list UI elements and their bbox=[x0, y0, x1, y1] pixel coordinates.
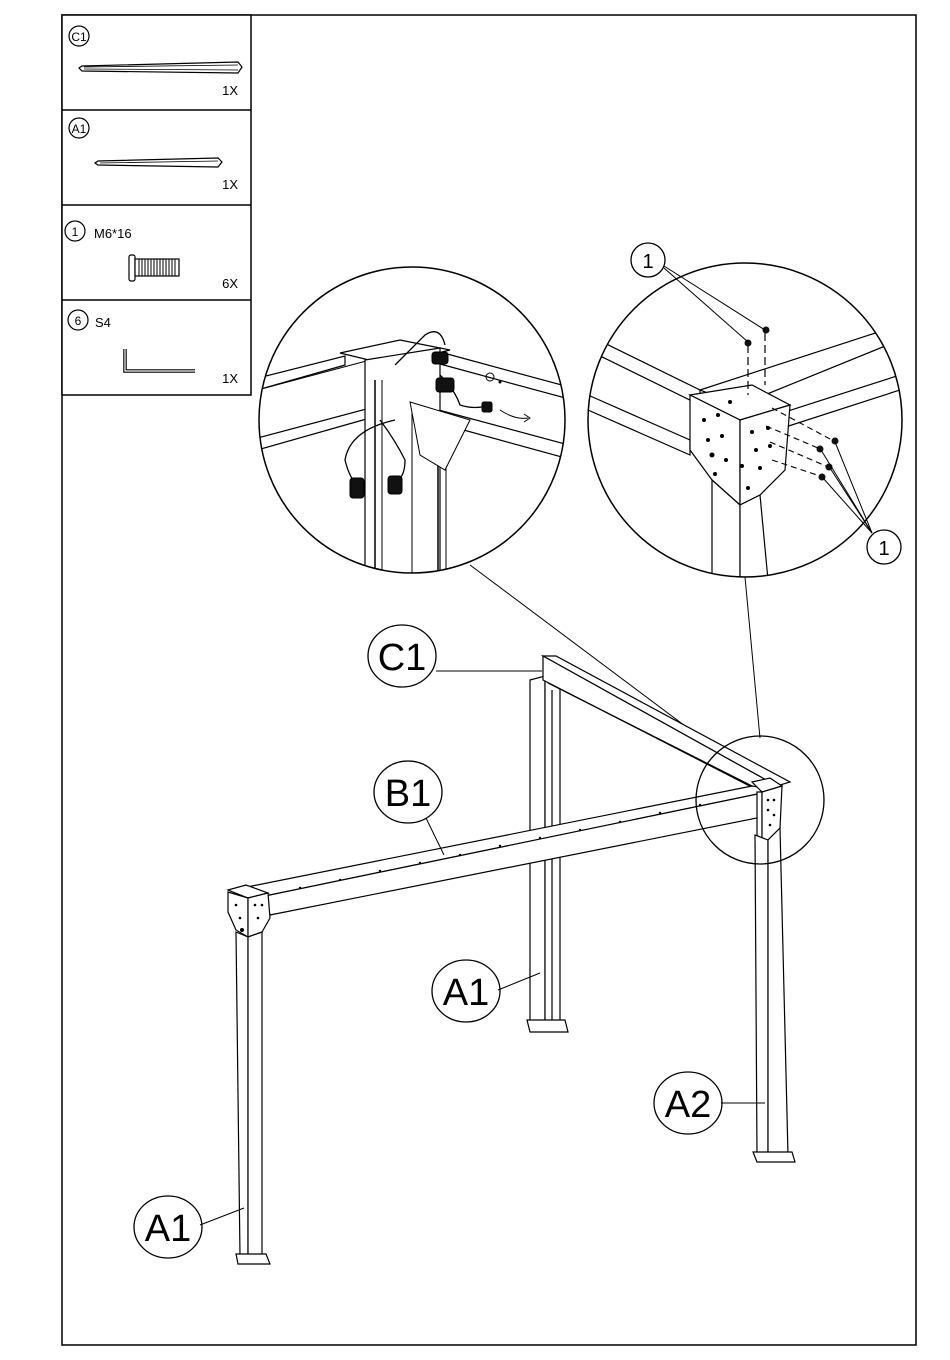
svg-text:A1: A1 bbox=[145, 1208, 191, 1250]
svg-text:1: 1 bbox=[878, 538, 889, 560]
callout-a1-back: A1 bbox=[432, 960, 540, 1022]
detail-wiring bbox=[250, 267, 580, 600]
part-id: C1 bbox=[71, 30, 87, 44]
detail-bolting: 1 1 bbox=[588, 243, 902, 580]
post-front-a1 bbox=[228, 885, 270, 1264]
part-id: 6 bbox=[75, 314, 82, 328]
part-spec: M6*16 bbox=[94, 226, 132, 241]
svg-text:C1: C1 bbox=[378, 637, 427, 679]
bolt-callout-top: 1 bbox=[631, 243, 765, 342]
detail-leader-right bbox=[745, 577, 760, 738]
bolt-callout-side: 1 bbox=[821, 442, 901, 564]
part-id: A1 bbox=[72, 122, 87, 136]
beam-b1 bbox=[232, 786, 777, 915]
callout-a1-front: A1 bbox=[134, 1196, 244, 1258]
svg-text:1: 1 bbox=[642, 251, 653, 273]
svg-text:B1: B1 bbox=[385, 773, 431, 815]
callout-b1: B1 bbox=[374, 761, 444, 855]
gazebo-frame bbox=[228, 656, 795, 1264]
part-qty: 6X bbox=[222, 276, 238, 291]
parts-panel: C1 1X A1 1X 1 M6*16 bbox=[62, 15, 251, 395]
part-id: 1 bbox=[72, 225, 79, 239]
part-spec: S4 bbox=[95, 315, 111, 330]
post-a2 bbox=[752, 778, 795, 1162]
callout-a2: A2 bbox=[654, 1072, 765, 1134]
part-qty: 1X bbox=[222, 177, 238, 192]
callout-c1: C1 bbox=[368, 625, 542, 687]
svg-text:A1: A1 bbox=[443, 972, 489, 1014]
svg-text:A2: A2 bbox=[665, 1084, 711, 1126]
part-qty: 1X bbox=[222, 371, 238, 386]
part-qty: 1X bbox=[222, 83, 238, 98]
beam-c1 bbox=[543, 656, 790, 800]
